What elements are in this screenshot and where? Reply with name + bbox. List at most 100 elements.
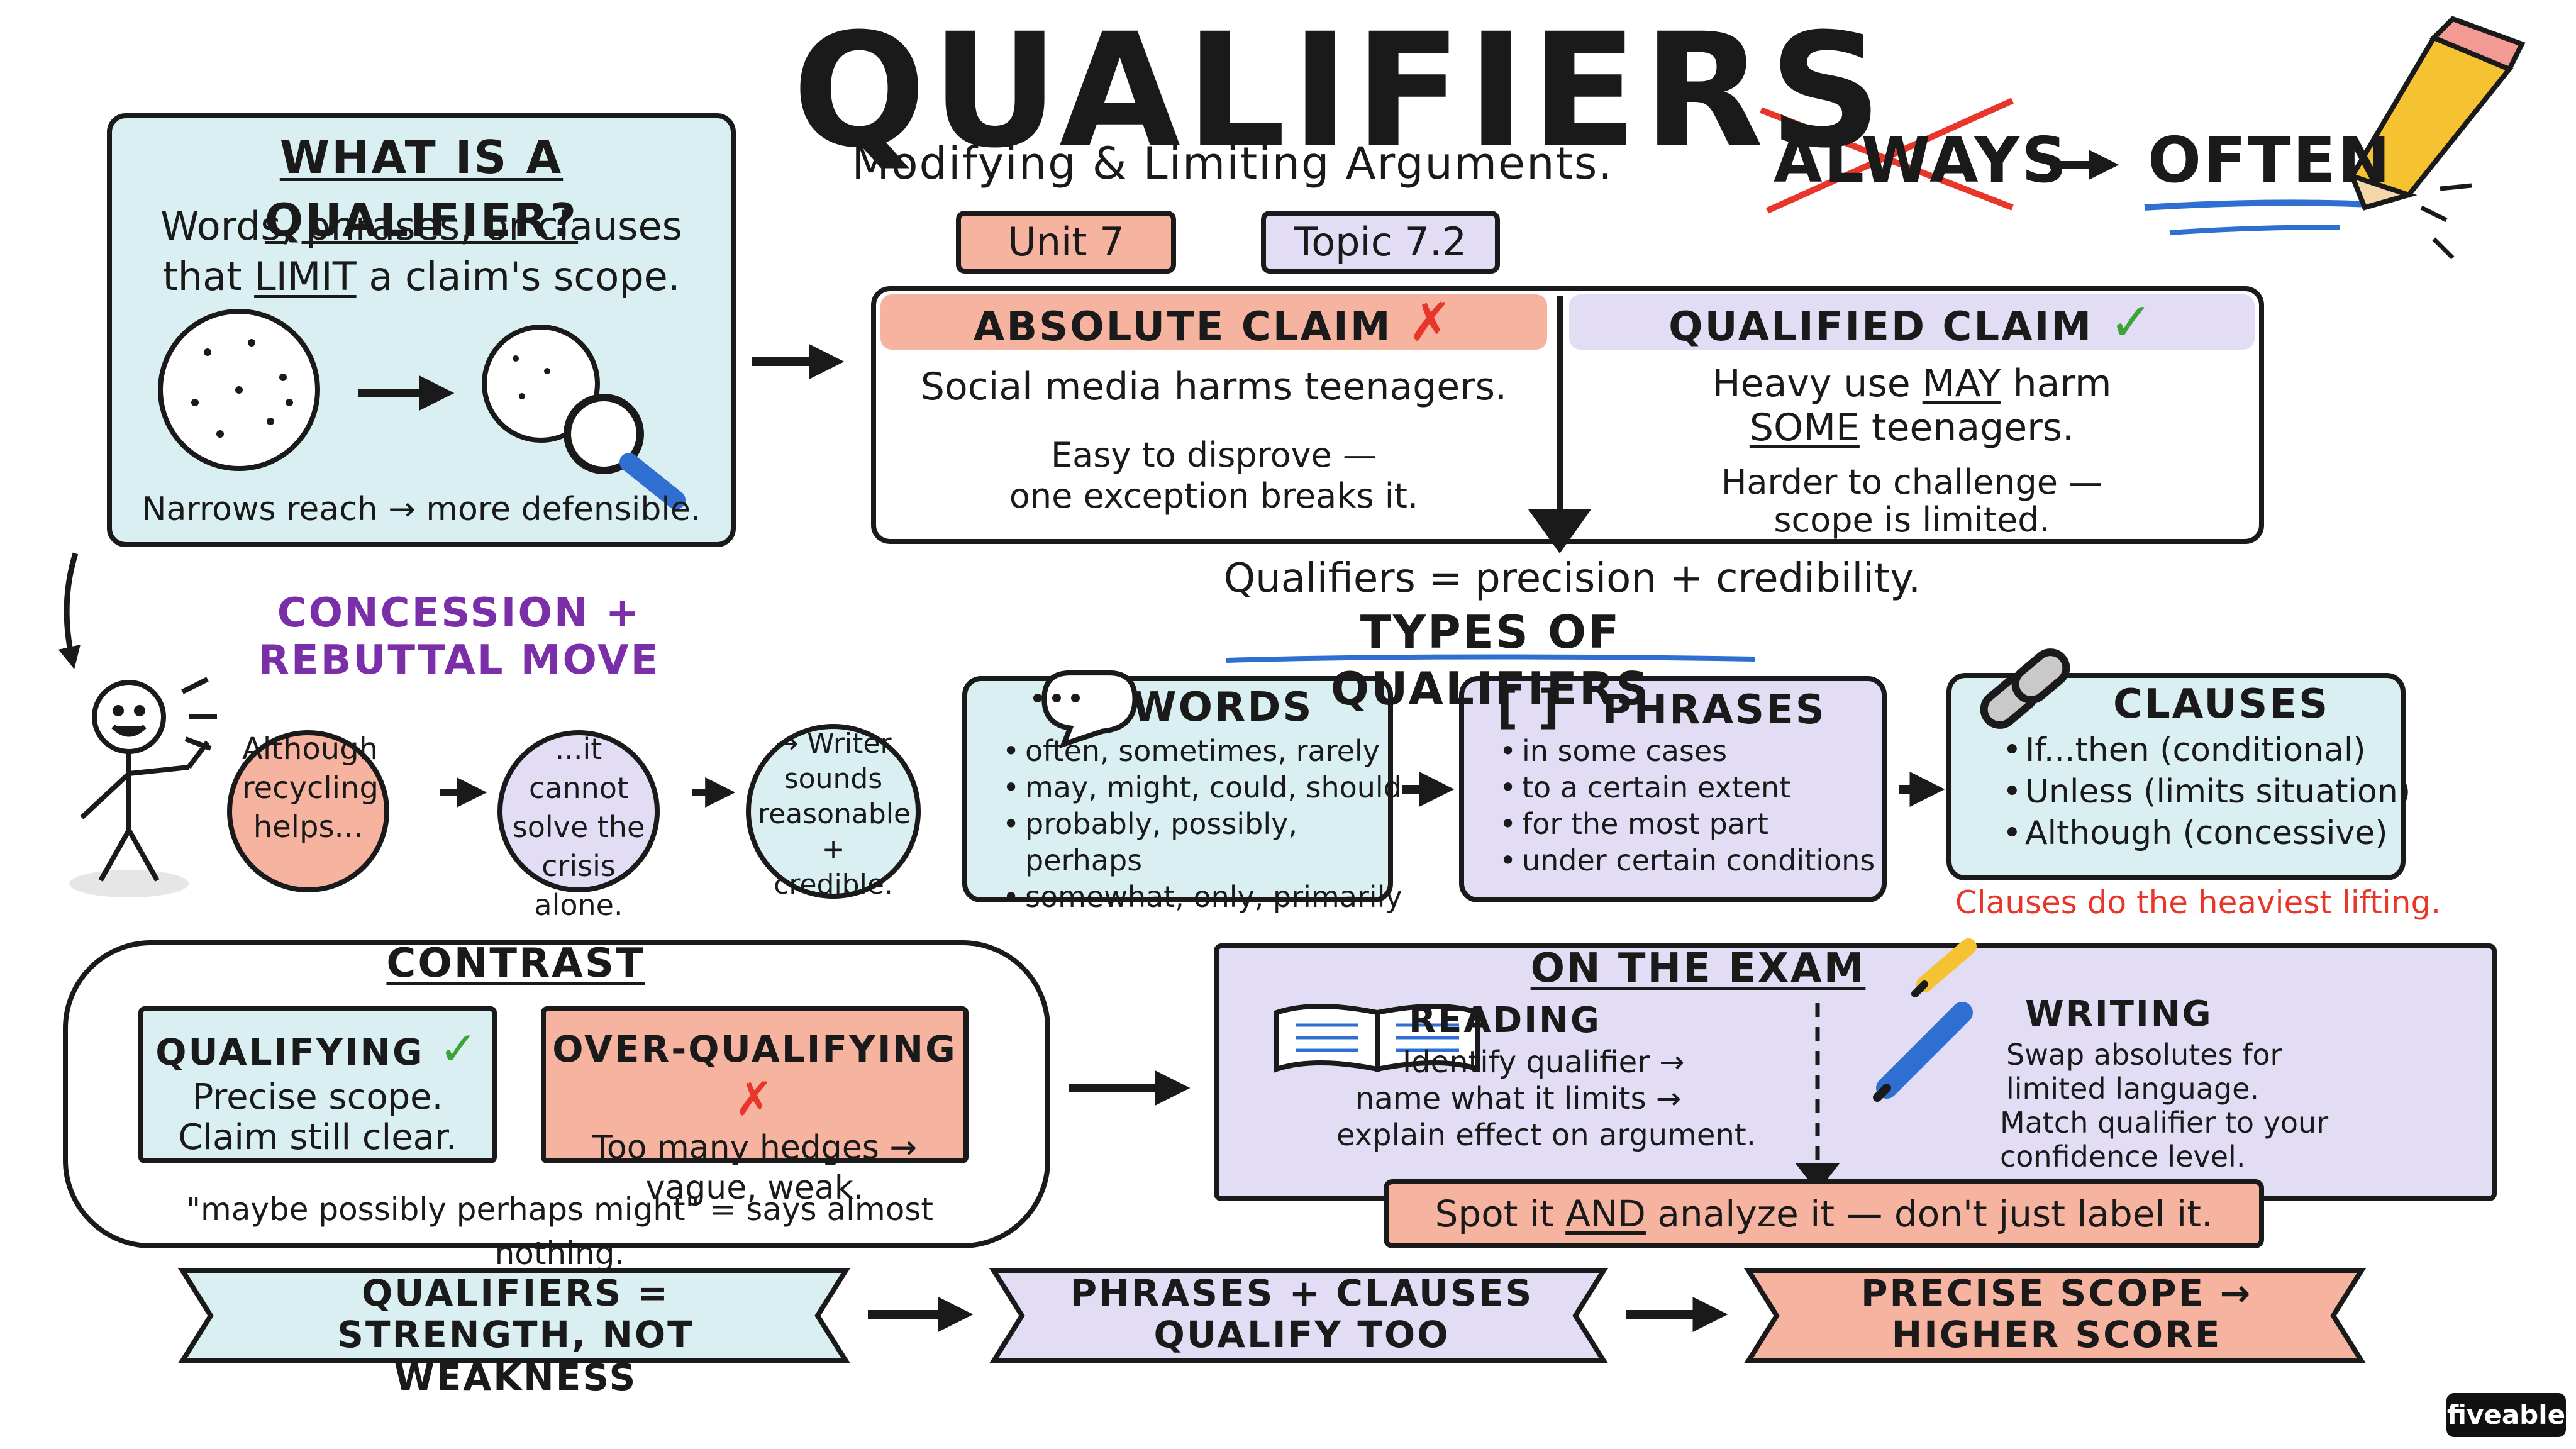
clauses-heading: CLAUSES bbox=[2113, 681, 2330, 728]
summary-line: Qualifiers = precision + credibility. bbox=[1223, 555, 1921, 602]
page-subtitle: Modifying & Limiting Arguments. bbox=[852, 138, 1614, 189]
qualifying-heading: QUALIFYING ✓ bbox=[143, 1024, 492, 1077]
what-is-line-2: that LIMIT a claim's scope. bbox=[119, 252, 723, 302]
qualifying-line-2: Claim still clear. bbox=[178, 1117, 457, 1158]
takeaway-ribbon-3 bbox=[1743, 1268, 2367, 1363]
phrases-list: in some cases to a certain extent for th… bbox=[1497, 733, 1906, 879]
takeaway-2-line-2: QUALIFY TOO bbox=[1153, 1313, 1450, 1356]
contrast-heading: CONTRAST bbox=[386, 940, 645, 987]
over-qualifying-line-2: vague, weak. bbox=[645, 1169, 864, 1207]
brand-logo: fiveable bbox=[2446, 1393, 2566, 1437]
chain-link-icon bbox=[1980, 648, 2070, 729]
phrases-heading-text: PHRASES bbox=[1602, 687, 1826, 733]
topic-label: Topic 7.2 bbox=[1294, 219, 1467, 265]
phrases-item: to a certain extent bbox=[1499, 769, 1906, 806]
wide-scope-circle-icon bbox=[158, 309, 320, 471]
qualifying-line-1: Precise scope. bbox=[192, 1077, 443, 1118]
takeaway-1-line-2: STRENGTH, NOT WEAKNESS bbox=[337, 1313, 694, 1399]
what-is-line-1: Words, phrases, or clauses bbox=[160, 203, 682, 249]
concession-step-2: ...it cannot solve the crisis alone. bbox=[512, 732, 645, 922]
book-icon bbox=[1274, 1004, 1480, 1073]
absolute-claim-heading-text: ABSOLUTE CLAIM bbox=[973, 304, 1392, 350]
reading-line-1: Identify qualifier → bbox=[1402, 1045, 1685, 1080]
unit-badge: Unit 7 bbox=[956, 211, 1176, 274]
phrases-item: under certain conditions bbox=[1499, 842, 1906, 879]
cross-icon: ✗ bbox=[1407, 291, 1455, 353]
types-heading: TYPES OF QUALIFIERS bbox=[1330, 606, 1651, 715]
exam-banner-post: analyze it — don't just label it. bbox=[1657, 1192, 2213, 1235]
clauses-list: If...then (conditional) Unless (limits s… bbox=[2000, 730, 2428, 854]
unit-label: Unit 7 bbox=[1008, 219, 1124, 265]
concession-circle-1 bbox=[227, 730, 389, 892]
reading-line-3: explain effect on argument. bbox=[1336, 1118, 1756, 1153]
words-item: probably, possibly, perhaps bbox=[1002, 806, 1415, 879]
writing-line-2: limited language. bbox=[2006, 1072, 2260, 1106]
qualified-claim-post: teenagers. bbox=[1871, 406, 2075, 450]
exam-banner: Spot it AND analyze it — don't just labe… bbox=[1384, 1179, 2264, 1248]
clauses-item: Although (concessive) bbox=[2002, 813, 2428, 854]
exam-banner-text: Spot it AND analyze it — don't just labe… bbox=[1389, 1184, 2259, 1243]
writing-line-3: Match qualifier to your bbox=[2000, 1106, 2329, 1140]
writing-heading: WRITING bbox=[2025, 994, 2213, 1035]
concession-circle-2 bbox=[497, 730, 660, 892]
qualified-claim-text-1: Heavy use MAY harm bbox=[1569, 362, 2255, 406]
topic-badge: Topic 7.2 bbox=[1261, 211, 1500, 274]
small-pencil-icon bbox=[1911, 938, 1977, 997]
check-icon: ✓ bbox=[2109, 291, 2155, 353]
writing-line-1: Swap absolutes for bbox=[2006, 1038, 2282, 1072]
takeaway-3-line-1: PRECISE SCOPE → bbox=[1860, 1272, 2253, 1314]
what-is-line-2-post: a claim's scope. bbox=[369, 253, 680, 299]
writing-line-4: confidence level. bbox=[2000, 1140, 2246, 1174]
qualified-claim-note-1: Harder to challenge — bbox=[1721, 462, 2103, 502]
words-heading: WORDS bbox=[1132, 684, 1314, 731]
qualified-claim-key-2: SOME bbox=[1749, 406, 1860, 450]
pen-icon bbox=[1873, 1002, 1973, 1102]
words-item: somewhat, only, primarily bbox=[1002, 879, 1415, 915]
qualifying-heading-text: QUALIFYING bbox=[155, 1031, 425, 1074]
clauses-item: If...then (conditional) bbox=[2002, 730, 2428, 771]
qualified-claim-mid: harm bbox=[2012, 362, 2112, 406]
clauses-note: Clauses do the heaviest lifting. bbox=[1955, 884, 2441, 921]
exam-heading: ON THE EXAM bbox=[1530, 945, 1866, 992]
words-item: may, might, could, should bbox=[1002, 769, 1415, 806]
check-icon: ✓ bbox=[438, 1022, 480, 1076]
concession-step-1: Although recycling helps... bbox=[242, 731, 379, 845]
pencil-icon bbox=[2348, 16, 2526, 260]
what-is-keyword: LIMIT bbox=[254, 253, 357, 299]
takeaway-1-line-1: QUALIFIERS = bbox=[361, 1272, 670, 1314]
takeaway-3-line-2: HIGHER SCORE bbox=[1891, 1313, 2222, 1356]
absolute-claim-text: Social media harms teenagers. bbox=[920, 365, 1507, 409]
concession-step-3: → Writer sounds reasonable + credible. bbox=[758, 728, 911, 901]
absolute-claim-heading: ABSOLUTE CLAIM ✗ bbox=[880, 294, 1547, 350]
over-qualifying-line-1: Too many hedges → bbox=[592, 1129, 917, 1167]
phrases-item: for the most part bbox=[1499, 806, 1906, 842]
what-is-line-2-pre: that bbox=[162, 253, 242, 299]
bracket-icon: [ ] bbox=[1497, 680, 1562, 735]
phrases-heading: [ ] PHRASES bbox=[1497, 679, 1874, 738]
concession-heading-2: REBUTTAL MOVE bbox=[258, 637, 660, 684]
always-word: ALWAYS bbox=[1774, 123, 2069, 197]
words-list: often, sometimes, rarely may, might, cou… bbox=[1000, 733, 1415, 915]
over-qualifying-panel: OVER-QUALIFYING ✗ Too many hedges → vagu… bbox=[541, 1006, 969, 1207]
stick-figure-icon bbox=[69, 677, 217, 897]
takeaway-ribbon-1 bbox=[177, 1268, 851, 1363]
reading-heading: READING bbox=[1409, 1000, 1601, 1041]
over-qualifying-heading: OVER-QUALIFYING ✗ bbox=[546, 1024, 963, 1128]
cross-icon: ✗ bbox=[734, 1072, 775, 1126]
qualified-claim-pre: Heavy use bbox=[1712, 362, 1911, 406]
often-word: OFTEN bbox=[2148, 123, 2392, 197]
absolute-claim-note-2: one exception breaks it. bbox=[1009, 476, 1419, 516]
concession-circle-3 bbox=[746, 724, 921, 899]
clauses-item: Unless (limits situation) bbox=[2002, 771, 2428, 813]
reading-line-2: name what it limits → bbox=[1355, 1081, 1682, 1116]
qualified-claim-note-2: scope is limited. bbox=[1774, 500, 2050, 540]
qualified-claim-heading-text: QUALIFIED CLAIM bbox=[1668, 304, 2094, 350]
page-title: QUALIFIERS bbox=[792, 0, 1887, 182]
takeaway-2-line-1: PHRASES + CLAUSES bbox=[1070, 1272, 1534, 1314]
speech-bubble-icon bbox=[1033, 670, 1138, 749]
absolute-claim-note-1: Easy to disprove — bbox=[1051, 435, 1377, 475]
words-item: often, sometimes, rarely bbox=[1002, 733, 1415, 769]
exam-banner-pre: Spot it bbox=[1435, 1192, 1554, 1235]
what-is-caption: Narrows reach → more defensible. bbox=[142, 491, 701, 528]
